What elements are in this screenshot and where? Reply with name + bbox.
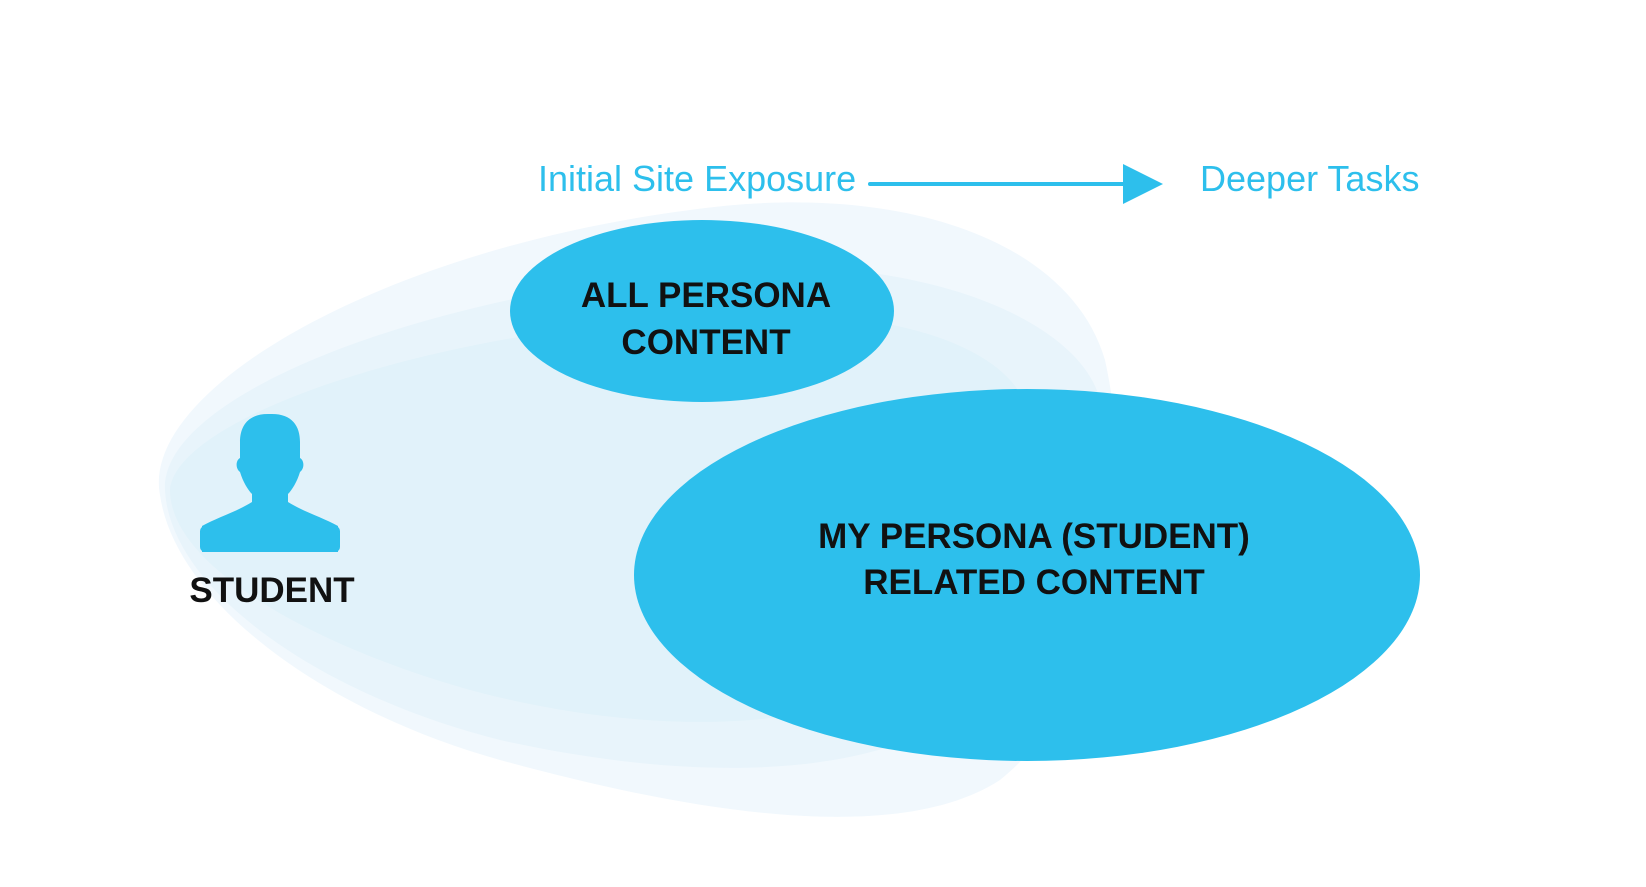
- all-persona-label-line2: CONTENT: [621, 323, 790, 362]
- my-persona-ellipse: [634, 389, 1420, 761]
- my-persona-label-line1: MY PERSONA (STUDENT): [818, 517, 1250, 556]
- flow-end-label: Deeper Tasks: [1200, 158, 1419, 199]
- all-persona-label-line1: ALL PERSONA: [581, 276, 831, 315]
- flow-header: Initial Site Exposure Deeper Tasks: [538, 158, 1419, 204]
- all-persona-ellipse: [510, 220, 894, 402]
- user-silhouette-icon: [200, 414, 340, 552]
- user-head: [202, 414, 338, 552]
- all-persona-bubble: ALL PERSONA CONTENT: [510, 220, 894, 402]
- my-persona-bubble: MY PERSONA (STUDENT) RELATED CONTENT: [634, 389, 1420, 761]
- my-persona-label-line2: RELATED CONTENT: [863, 563, 1205, 602]
- user-shoulders: [200, 526, 340, 552]
- flow-start-label: Initial Site Exposure: [538, 158, 856, 199]
- persona-label: STUDENT: [189, 571, 354, 610]
